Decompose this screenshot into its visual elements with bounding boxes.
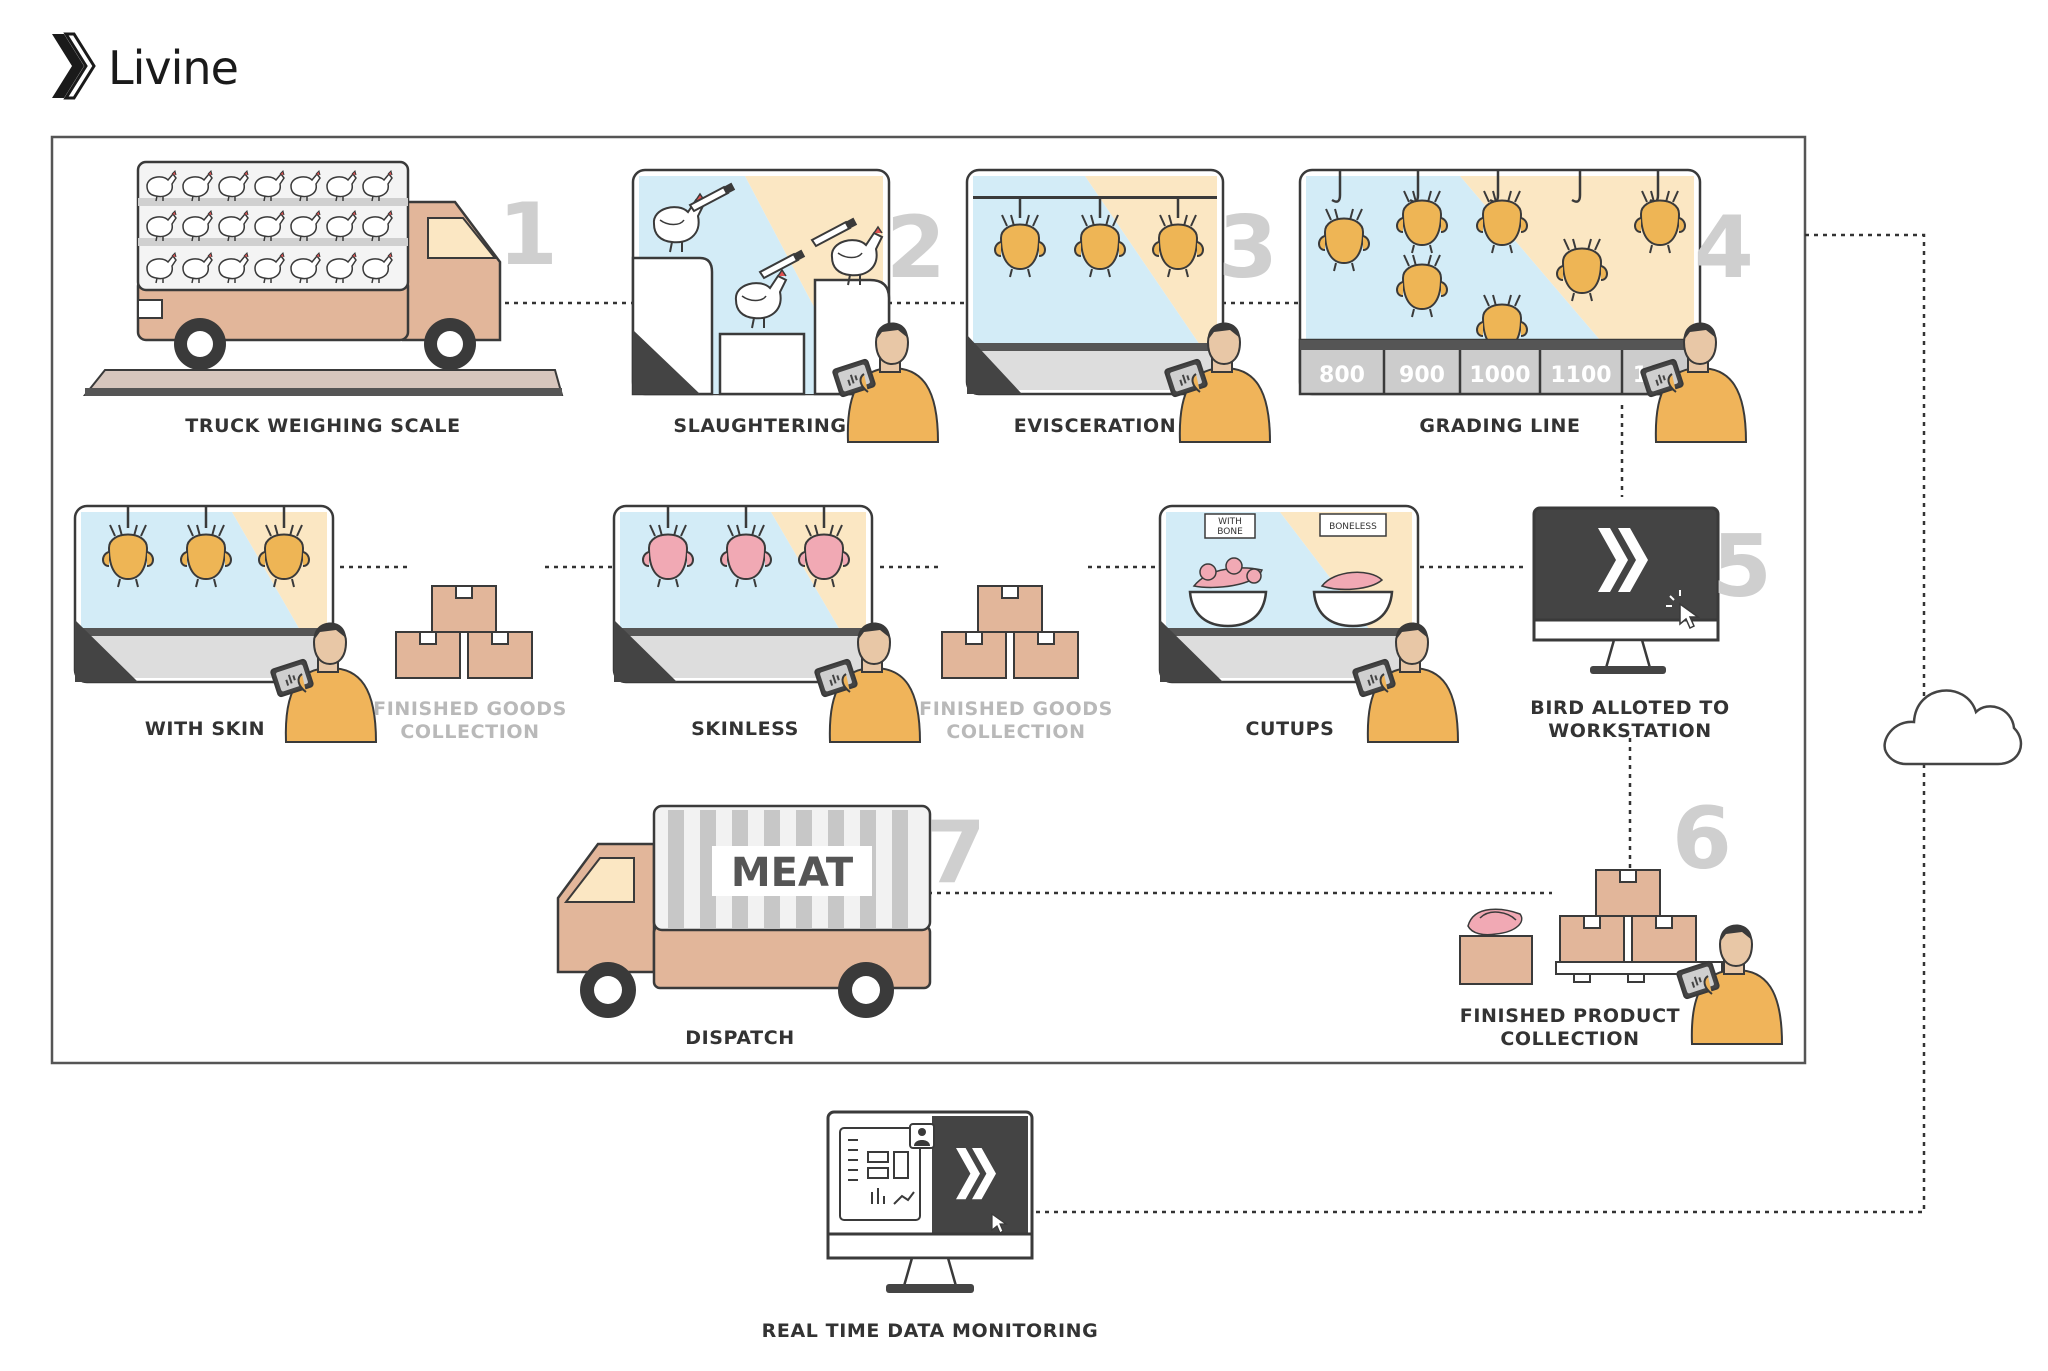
label-evisceration: EVISCERATION xyxy=(1013,415,1177,437)
workstation-monitor-illustration xyxy=(1532,506,1720,674)
step-number-6: 6 xyxy=(1672,789,1732,889)
dispatch-truck-illustration: MEAT xyxy=(556,804,932,1018)
label-dispatch: DISPATCH xyxy=(685,1027,795,1049)
with-bone-tag-line2: BONE xyxy=(1217,527,1243,537)
flow-connectors xyxy=(340,233,1926,1214)
truck-weighing-scale-illustration xyxy=(82,160,564,396)
label-bird-alloted-line1: BIRD ALLOTED TO xyxy=(1530,697,1730,719)
label-finished-goods-1-line1: FINISHED GOODS xyxy=(373,698,567,720)
label-with-skin: WITH SKIN xyxy=(144,718,266,740)
label-finished-goods-2-line2: COLLECTION xyxy=(946,721,1086,743)
finished-product-collection-illustration xyxy=(1459,870,1783,1045)
factory-frame xyxy=(50,135,1807,1065)
skinless-illustration xyxy=(612,504,921,743)
livine-logo-icon xyxy=(52,32,96,100)
step-number-1: 1 xyxy=(498,185,558,285)
label-real-time-data-monitoring: REAL TIME DATA MONITORING xyxy=(761,1320,1099,1342)
label-finished-product-line1: FINISHED PRODUCT xyxy=(1459,1005,1681,1027)
label-skinless: SKINLESS xyxy=(691,718,799,740)
label-finished-goods-1-line2: COLLECTION xyxy=(400,721,540,743)
grade-1100: 1100 xyxy=(1550,363,1611,388)
step-number-2: 2 xyxy=(886,198,946,298)
label-cutups: CUTUPS xyxy=(1245,718,1335,740)
label-truck-weighing-scale: TRUCK WEIGHING SCALE xyxy=(185,415,461,437)
label-finished-goods-2-line1: FINISHED GOODS xyxy=(919,698,1113,720)
label-finished-product-line2: COLLECTION xyxy=(1500,1028,1640,1050)
finished-goods-boxes-1 xyxy=(396,586,532,678)
brand-name: Livine xyxy=(108,41,239,95)
grade-1000: 1000 xyxy=(1469,363,1530,388)
step-number-5: 5 xyxy=(1712,517,1772,617)
meat-truck-text: MEAT xyxy=(731,850,854,896)
label-bird-alloted-line2: WORKSTATION xyxy=(1548,720,1712,742)
label-grading-line: GRADING LINE xyxy=(1419,415,1581,437)
grade-800: 800 xyxy=(1319,363,1365,388)
step-number-7: 7 xyxy=(926,803,986,903)
with-bone-tag-line1: WITH xyxy=(1218,517,1242,527)
step-number-3: 3 xyxy=(1218,198,1278,298)
grade-900: 900 xyxy=(1399,363,1445,388)
cutups-illustration: WITH BONE BONELESS xyxy=(1158,504,1459,743)
evisceration-illustration xyxy=(965,168,1271,443)
with-skin-illustration xyxy=(73,504,377,743)
grading-line-illustration: 800 900 1000 1100 12 xyxy=(1298,168,1747,443)
label-slaughtering: SLAUGHTERING xyxy=(673,415,847,437)
boneless-tag: BONELESS xyxy=(1329,522,1377,532)
finished-goods-boxes-2 xyxy=(942,586,1078,678)
slaughtering-illustration xyxy=(631,168,939,443)
step-number-4: 4 xyxy=(1694,198,1754,298)
monitoring-monitor-illustration xyxy=(826,1110,1034,1293)
cloud-icon xyxy=(1883,689,2023,766)
